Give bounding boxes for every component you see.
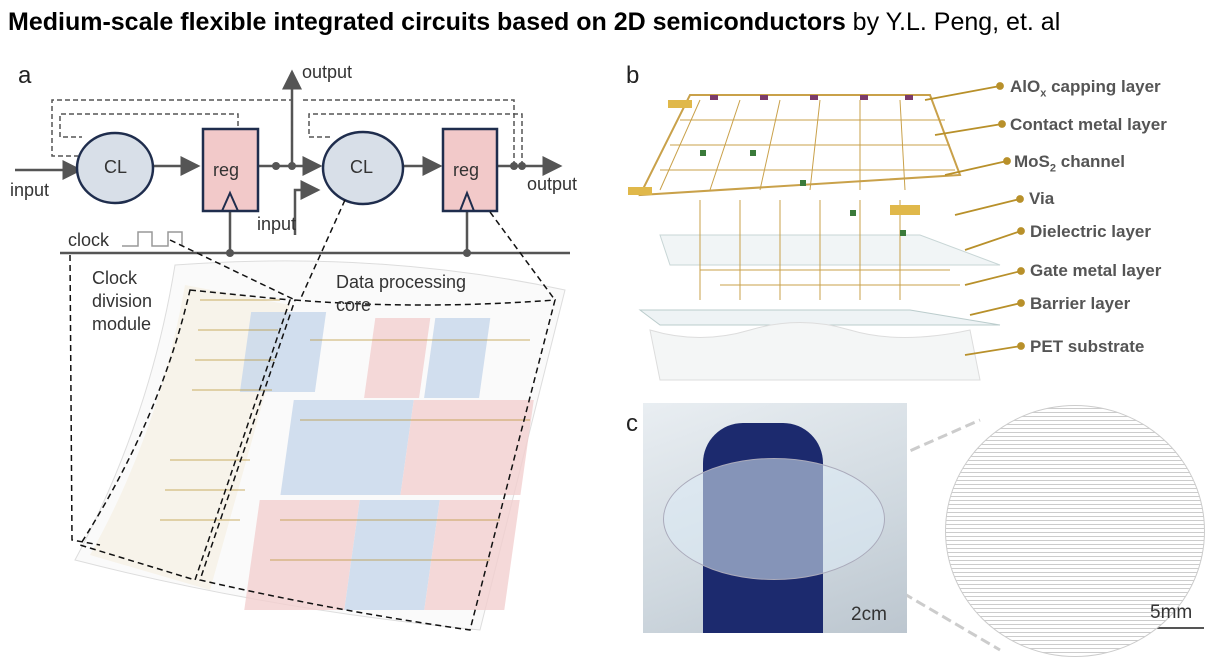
layer-label-via: Via — [1029, 189, 1055, 208]
output-label: output — [302, 62, 353, 82]
gloved-hand-photo — [643, 403, 907, 633]
data-core-label: Data processing core — [336, 272, 467, 315]
layer-label-capping: AlOx capping layer — [1010, 77, 1161, 100]
layer-label-contact: Contact metal layer — [1010, 115, 1167, 134]
panel-b-label: b — [626, 62, 640, 89]
layer-label-channel: MoS2 channel — [1014, 152, 1125, 175]
clock-division-label: Clock division module — [92, 268, 153, 334]
reg-label: reg — [453, 160, 480, 180]
input-label: input — [257, 214, 297, 234]
layer-label-pet: PET substrate — [1030, 337, 1145, 356]
panel-c-label: c — [626, 410, 638, 437]
layer-label-gate: Gate metal layer — [1030, 261, 1162, 280]
layer-label-barrier: Barrier layer — [1030, 294, 1131, 313]
clock-label: clock — [68, 230, 110, 250]
cl-label: CL — [350, 157, 374, 177]
wafer-closeup — [945, 405, 1205, 657]
output-label: output — [527, 174, 578, 194]
scale-bar-label: 5mm — [1150, 602, 1193, 623]
cl-label: CL — [104, 157, 128, 177]
input-label: input — [10, 180, 50, 200]
panel-a-label: a — [18, 62, 32, 89]
scale-bar-label: 2cm — [851, 604, 887, 625]
figure-title: Medium-scale flexible integrated circuit… — [8, 8, 1061, 36]
reg-label: reg — [213, 160, 240, 180]
layer-label-dielectric: Dielectric layer — [1030, 222, 1151, 241]
flexible-wafer — [663, 458, 885, 580]
